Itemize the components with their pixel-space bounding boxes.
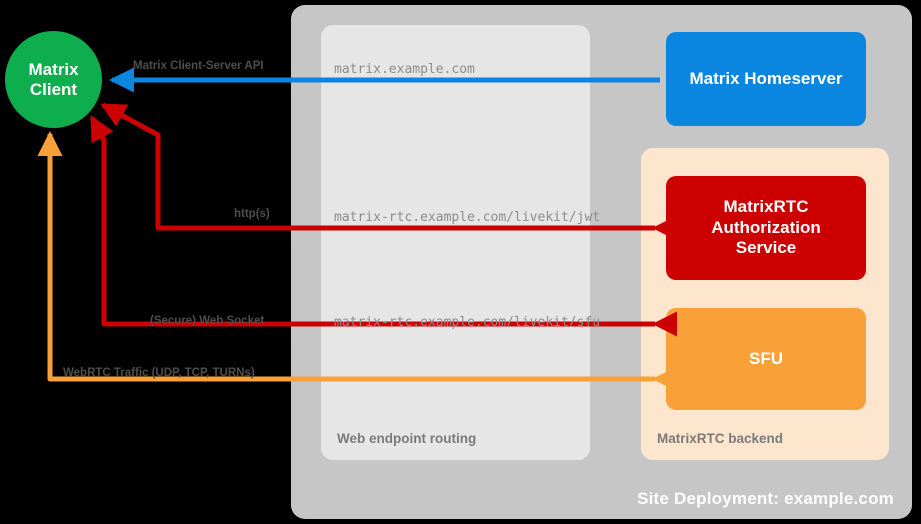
endpoint-label-jwt: matrix-rtc.example.com/livekit/jwt <box>334 210 601 225</box>
auth-line1: MatrixRTC <box>723 197 809 217</box>
edge-label-sfu-ws: (Secure) Web Socket <box>150 315 265 327</box>
endpoint-label-sfu: matrix-rtc.example.com/livekit/sfu <box>334 315 601 330</box>
node-matrixrtc-authorization-service[interactable]: MatrixRTC Authorization Service <box>666 176 866 280</box>
auth-line3: Service <box>735 238 797 258</box>
group-label-web-endpoint-routing: Web endpoint routing <box>337 431 477 446</box>
endpoint-label-matrix: matrix.example.com <box>334 62 475 77</box>
node-sfu[interactable]: SFU <box>666 308 866 410</box>
edge-label-webrtc: WebRTC Traffic (UDP, TCP, TURNs) <box>63 367 255 379</box>
node-matrix-client-line2: Client <box>29 79 78 99</box>
group-label-matrixrtc-backend: MatrixRTC backend <box>657 431 784 446</box>
site-deployment-label: Site Deployment: example.com <box>637 489 894 508</box>
edge-label-jwt: http(s) <box>234 208 270 220</box>
group-web-endpoint-routing: Web endpoint routing <box>321 25 590 460</box>
node-matrix-client-line1: Matrix <box>28 59 79 79</box>
node-matrixrtc-authorization-service-label: MatrixRTC Authorization Service <box>711 197 821 258</box>
node-matrix-homeserver-label: Matrix Homeserver <box>689 68 843 88</box>
auth-line2: Authorization <box>711 217 821 237</box>
node-sfu-label: SFU <box>749 348 783 368</box>
node-matrix-client[interactable]: Matrix Client <box>5 31 102 128</box>
node-matrix-homeserver[interactable]: Matrix Homeserver <box>666 32 866 126</box>
edge-label-cs-api: Matrix Client-Server API <box>133 60 264 72</box>
